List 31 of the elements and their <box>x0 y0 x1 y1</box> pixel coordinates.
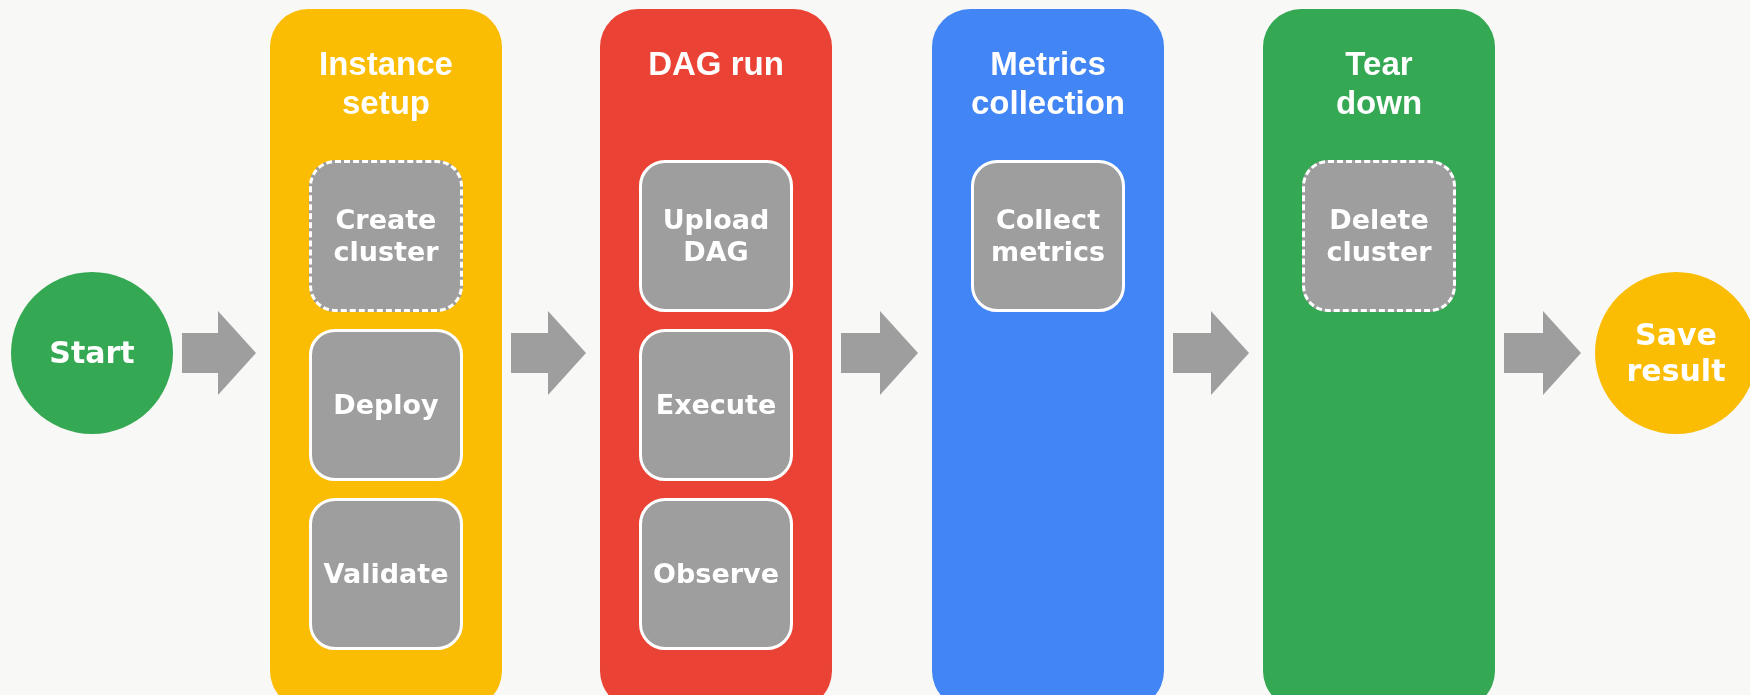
step-label: Execute <box>654 388 778 422</box>
stage-heading: DAG run <box>647 45 785 84</box>
stage-heading: Tear down <box>1334 45 1424 123</box>
step-label: Collect metrics <box>990 203 1106 269</box>
step-box <box>309 498 463 650</box>
step-box <box>639 160 793 312</box>
stage-heading: Metrics collection <box>970 45 1126 123</box>
node-label: Save result <box>1625 317 1727 389</box>
step-label: Create cluster <box>332 203 440 269</box>
step-label: Upload DAG <box>661 203 771 269</box>
stage-heading: Instance setup <box>318 45 454 123</box>
step-label: Validate <box>322 557 450 591</box>
stage-column <box>1263 9 1495 695</box>
step-box <box>639 498 793 650</box>
block-arrow <box>1504 311 1581 395</box>
stage-column <box>600 9 832 695</box>
step-label: Observe <box>652 557 780 591</box>
block-arrow <box>1173 311 1249 395</box>
step-box <box>639 329 793 481</box>
step-box <box>1302 160 1456 312</box>
block-arrow <box>182 311 256 395</box>
step-box <box>971 160 1125 312</box>
step-label: Deploy <box>332 388 440 422</box>
stage-column <box>270 9 502 695</box>
block-arrow <box>841 311 918 395</box>
step-box <box>309 329 463 481</box>
node-label: Start <box>48 335 136 371</box>
step-label: Delete cluster <box>1325 203 1433 269</box>
step-box <box>309 160 463 312</box>
block-arrow <box>511 311 586 395</box>
stage-column <box>932 9 1164 695</box>
